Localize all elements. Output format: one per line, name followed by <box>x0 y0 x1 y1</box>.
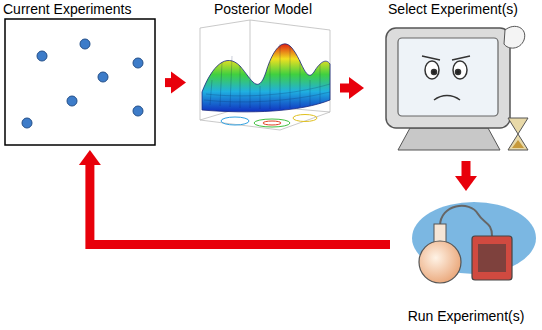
arrow-head <box>349 77 364 99</box>
node-heading: Current Experiments <box>3 1 161 18</box>
scratching-hand <box>504 26 525 48</box>
flow-arrow <box>165 72 186 94</box>
diagram-node: Select Experiment(s) <box>368 1 538 157</box>
flow-arrow <box>340 77 364 99</box>
flow-arrow <box>455 161 477 191</box>
arrow-shaft <box>340 84 349 93</box>
diagram-node: Run Experiment(s) <box>394 195 538 325</box>
experiment-plot <box>5 19 155 145</box>
surface-mesh <box>204 44 330 109</box>
monitor-body <box>386 28 510 128</box>
surface-plot <box>200 20 330 130</box>
arrow-head <box>455 176 477 191</box>
monitor-screen <box>398 38 498 116</box>
posterior-surface <box>202 44 330 112</box>
computer-icon <box>386 26 528 150</box>
diagram-node: Posterior Model <box>190 1 336 137</box>
beaker <box>472 236 512 280</box>
arrow-shaft <box>90 165 390 244</box>
arrow-shaft <box>165 78 171 87</box>
contours <box>221 115 317 128</box>
diagram-node: Current Experiments <box>3 1 161 146</box>
node-heading: Select Experiment(s) <box>368 1 538 18</box>
plot-frame <box>5 19 155 145</box>
round-flask <box>419 241 461 283</box>
experiment-dots <box>22 39 143 128</box>
node-heading: Run Experiment(s) <box>394 308 538 325</box>
worried-face <box>422 56 470 100</box>
arrow-head <box>171 72 186 94</box>
glass-tube <box>440 206 492 236</box>
lab-equipment <box>412 202 536 283</box>
plot-axes <box>200 20 330 130</box>
hourglass <box>508 118 528 150</box>
beaker-label <box>478 244 506 272</box>
flow-arrow <box>79 150 390 244</box>
arrow-head <box>79 150 101 165</box>
node-heading: Posterior Model <box>190 1 336 18</box>
monitor-base <box>398 128 500 150</box>
arrow-shaft <box>462 161 471 176</box>
